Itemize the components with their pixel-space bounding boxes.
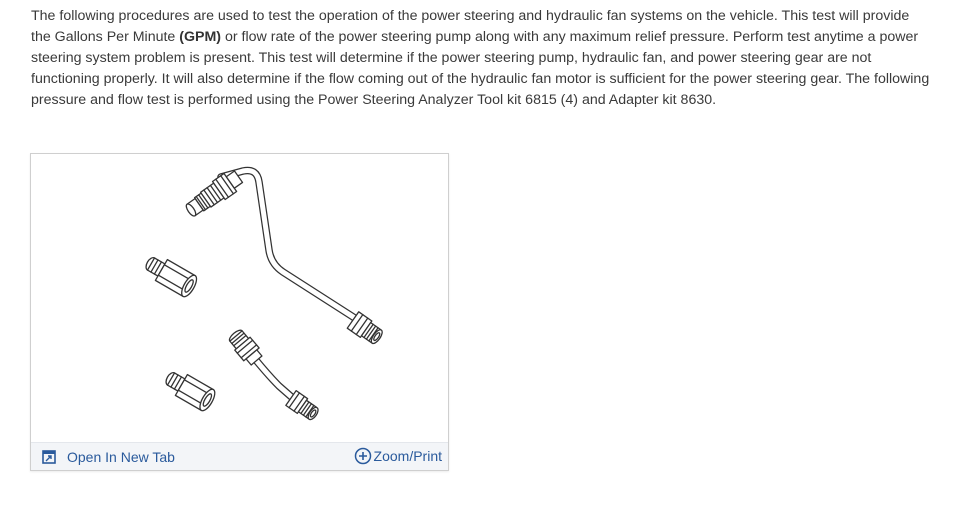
zoom-print-link[interactable]: Zoom/Print (354, 446, 442, 466)
open-new-tab-icon (42, 450, 56, 464)
gpm-bold-text: (GPM) (179, 29, 222, 45)
plus-circle-icon (354, 447, 372, 465)
open-in-new-tab-label: Open In New Tab (67, 449, 175, 465)
figure-panel: Open In New Tab Zoom/Print (30, 153, 449, 471)
paragraph-text-part2: or flow rate of the power steering pump … (31, 29, 930, 108)
zoom-print-label: Zoom/Print (373, 448, 442, 464)
open-in-new-tab-link[interactable]: Open In New Tab (42, 447, 175, 467)
figure-toolbar: Open In New Tab Zoom/Print (31, 442, 448, 470)
adapter-kit-illustration (145, 166, 383, 421)
intro-paragraph: The following procedures are used to tes… (31, 6, 931, 111)
paragraph-text-part1: The following procedures are used to tes… (31, 8, 910, 45)
